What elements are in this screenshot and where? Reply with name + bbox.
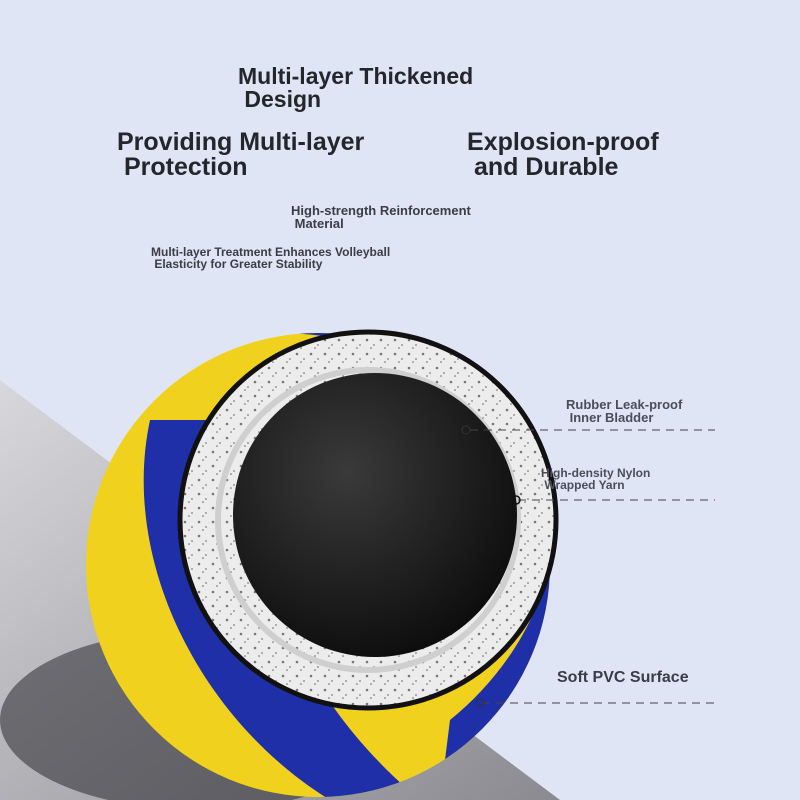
headline: Multi-layer Thickened Design (238, 65, 473, 111)
material-line1: High-strength Reinforcement (291, 203, 471, 218)
callout-dot (475, 698, 485, 708)
headline-line1: Multi-layer Thickened (238, 63, 474, 89)
callout-pvc: Soft PVC Surface (557, 669, 689, 686)
headline-line2: Design (238, 86, 322, 112)
callout-dot (461, 425, 471, 435)
nylon-ring (215, 367, 521, 673)
callout-nylon-line1: High-density Nylon (541, 466, 651, 480)
callout-bladder-line2: Inner Bladder (566, 410, 654, 425)
feature-right: Explosion-proof and Durable (467, 130, 659, 180)
callout-bladder-line1: Rubber Leak-proof (566, 397, 683, 412)
callout-bladder: Rubber Leak-proof Inner Bladder (566, 398, 682, 424)
material-line2: Material (291, 216, 344, 231)
treatment-text: Multi-layer Treatment Enhances Volleybal… (151, 246, 390, 270)
callout-lines (470, 429, 715, 704)
material-text: High-strength Reinforcement Material (291, 204, 471, 230)
treatment-line2: Elasticity for Greater Stability (151, 257, 323, 271)
treatment-line1: Multi-layer Treatment Enhances Volleybal… (151, 245, 391, 259)
feature-left: Providing Multi-layer Protection (117, 130, 364, 180)
feature-right-line2: and Durable (467, 153, 619, 181)
callout-nylon-line2: Wrapped Yarn (541, 478, 625, 492)
callout-dot (511, 495, 521, 505)
callout-nylon: High-density Nylon Wrapped Yarn (541, 467, 650, 491)
rubber-bladder (233, 373, 517, 657)
feature-left-line1: Providing Multi-layer (117, 128, 365, 156)
feature-left-line2: Protection (117, 153, 248, 181)
feature-right-line1: Explosion-proof (467, 128, 659, 156)
